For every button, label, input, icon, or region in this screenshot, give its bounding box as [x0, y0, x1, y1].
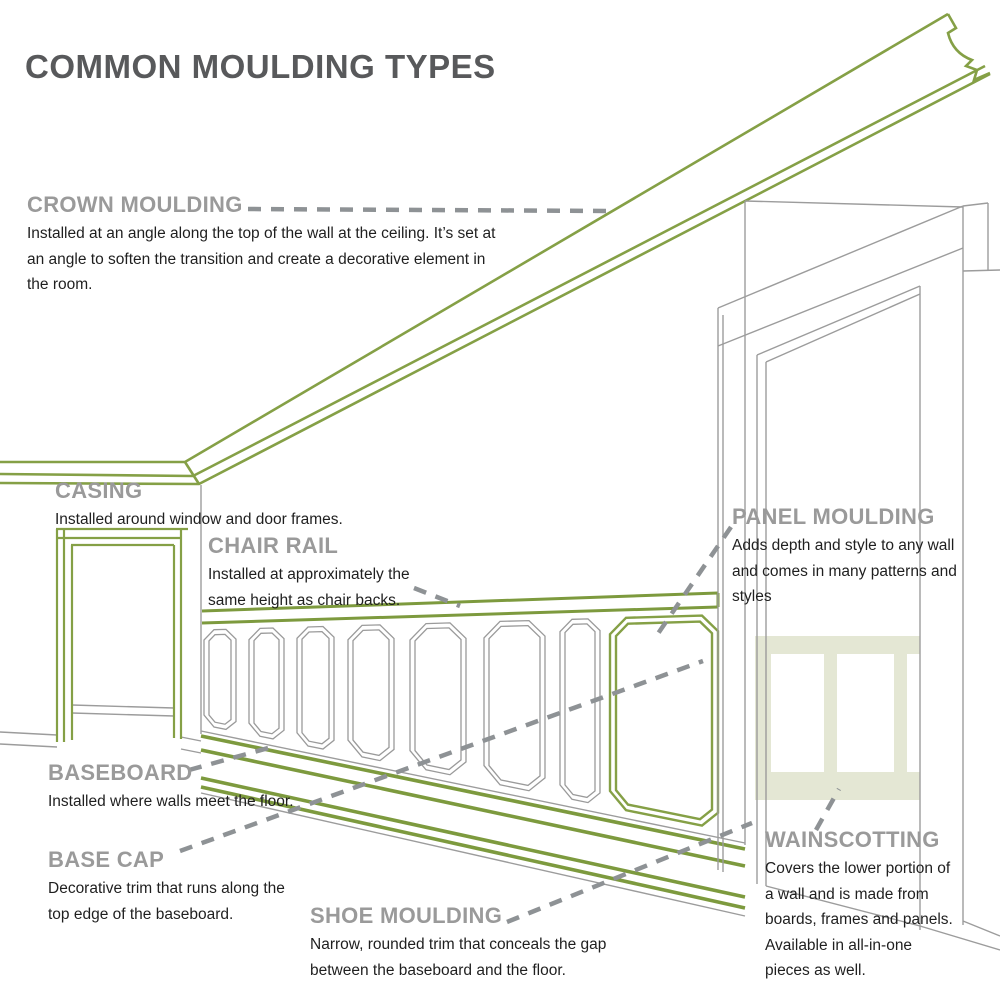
wall-panel — [409, 622, 467, 776]
label-base-cap: BASE CAP Decorative trim that runs along… — [48, 847, 285, 927]
wall-panel-inner — [564, 623, 596, 799]
baseboard-desc: Installed where walls meet the floor. — [48, 793, 294, 810]
wainscotting-heading: WAINSCOTTING — [765, 827, 940, 852]
wall-panel — [248, 627, 285, 740]
crown-leader — [247, 206, 611, 214]
panel-moulding-heading: PANEL MOULDING — [732, 504, 935, 529]
chair-rail-leader — [413, 585, 461, 609]
panel-moulding-leader — [655, 525, 733, 637]
wall-lines — [0, 485, 202, 754]
right-doorway-lines — [717, 200, 1000, 951]
chair-rail-heading: CHAIR RAIL — [208, 533, 339, 558]
wainscotting-leader — [814, 787, 841, 832]
wall-panel-inner — [253, 632, 280, 735]
page-title: COMMON MOULDING TYPES — [25, 48, 496, 85]
base-cap-leader — [179, 658, 704, 854]
base-cap-heading: BASE CAP — [48, 847, 165, 872]
crown-moulding-shape — [0, 12, 991, 486]
crown-moulding-heading: CROWN MOULDING — [27, 192, 243, 217]
wall-panel-inner — [301, 630, 330, 745]
casing-desc: Installed around window and door frames. — [55, 511, 343, 528]
wall-panel — [347, 624, 395, 762]
shoe-moulding-heading: SHOE MOULDING — [310, 903, 503, 928]
wall-panel-inner — [352, 629, 390, 757]
wainscotting-sample — [755, 636, 920, 800]
label-wainscotting: WAINSCOTTING Covers the lower portion of… — [765, 827, 953, 984]
label-shoe-moulding: SHOE MOULDING Narrow, rounded trim that … — [310, 903, 606, 983]
crown-profile-end — [946, 13, 991, 83]
door-casing-shape — [55, 527, 188, 742]
green-panel-moulding-inner — [614, 620, 714, 821]
label-casing: CASING Installed around window and door … — [55, 478, 343, 533]
wall-panel-inner — [488, 624, 541, 787]
leader-lines — [179, 206, 841, 925]
wall-panel — [296, 625, 335, 750]
shoe-moulding-desc: Narrow, rounded trim that conceals the g… — [310, 936, 607, 979]
wall-panel-inner — [208, 633, 232, 725]
casing-heading: CASING — [55, 478, 143, 503]
base-cap-desc: Decorative trim that runs along the top … — [48, 880, 285, 923]
green-panel-moulding — [608, 614, 720, 827]
label-panel-moulding: PANEL MOULDING Adds depth and style to a… — [732, 504, 1000, 610]
label-chair-rail: CHAIR RAIL Installed at approximately th… — [208, 533, 410, 613]
wall-panels — [203, 614, 720, 827]
label-crown-moulding: CROWN MOULDING Installed at an angle alo… — [27, 192, 495, 298]
baseboard-heading: BASEBOARD — [48, 760, 193, 785]
crown-moulding-desc: Installed at an angle along the top of t… — [27, 225, 496, 293]
wall-panel — [203, 628, 237, 731]
wall-panel — [483, 619, 546, 792]
baseboard-shape — [200, 730, 746, 917]
wall-panel — [559, 618, 601, 804]
chair-rail-desc: Installed at approximately the same heig… — [208, 566, 410, 609]
baseboard-leader — [188, 744, 273, 773]
label-baseboard: BASEBOARD Installed where walls meet the… — [48, 760, 294, 815]
wainscotting-desc: Covers the lower portion of a wall and i… — [765, 860, 953, 979]
wall-panel-inner — [414, 627, 462, 771]
panel-moulding-desc: Adds depth and style to any wall and com… — [732, 537, 957, 605]
